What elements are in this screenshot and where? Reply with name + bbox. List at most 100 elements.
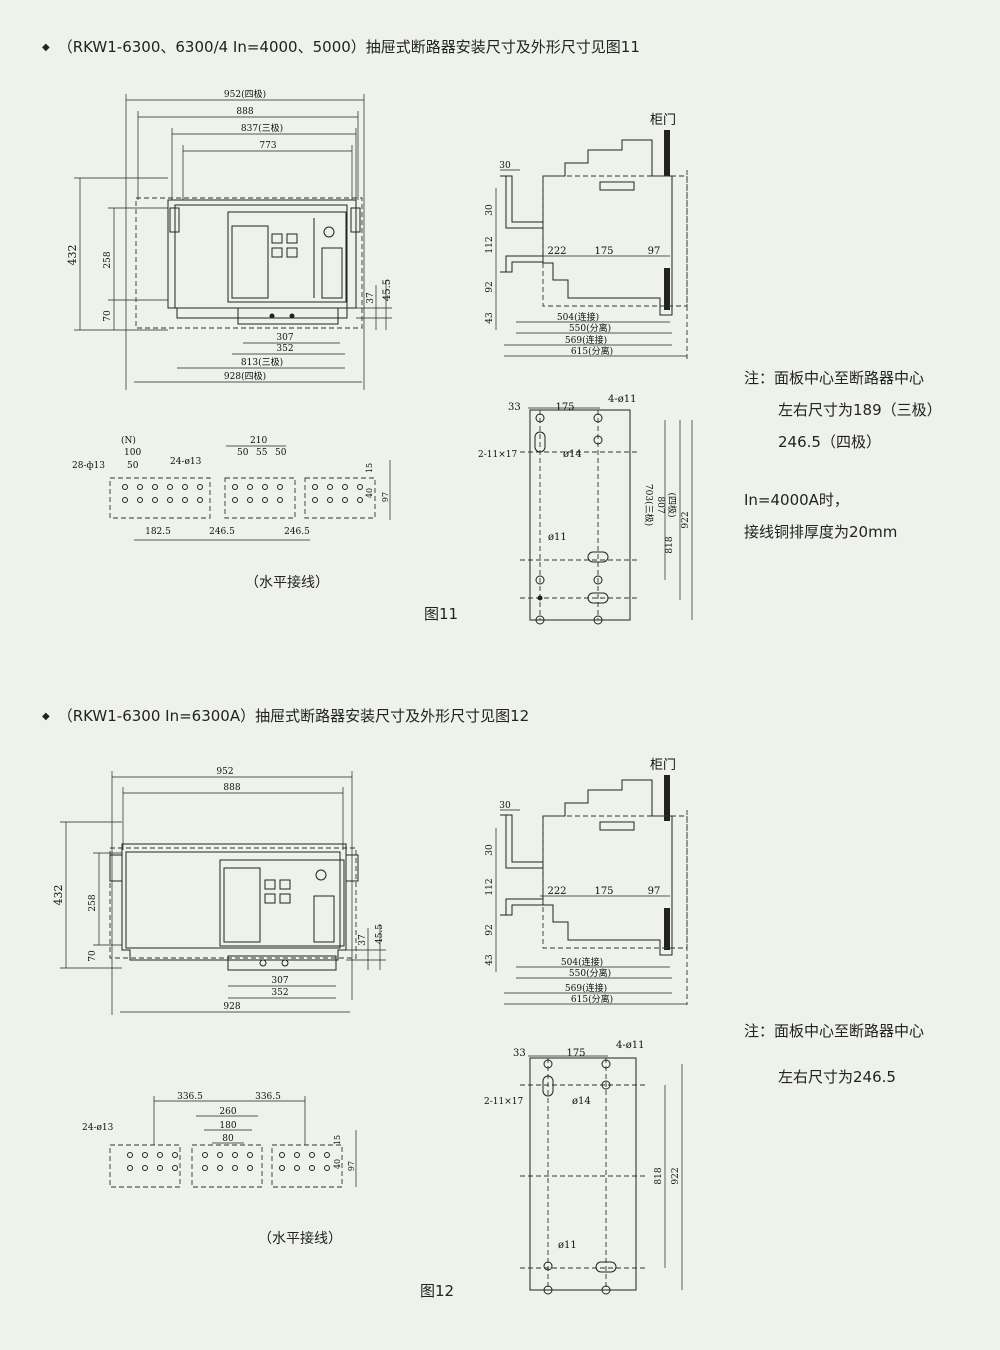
note-line: 接线铜排厚度为20mm bbox=[744, 523, 898, 541]
dim-text: 952(四极) bbox=[224, 88, 266, 100]
dim-text: 43 bbox=[485, 954, 495, 966]
dim-text: 180 bbox=[219, 1121, 236, 1131]
dim-text: 818 bbox=[665, 536, 675, 553]
bullet-icon: ◆ bbox=[42, 42, 50, 53]
dim-text: 15 bbox=[365, 463, 374, 473]
section1-heading-text: （RKW1-6300、6300/4 In=4000、5000）抽屉式断路器安装尺… bbox=[57, 38, 640, 56]
fig12-terminal-layout: 24-ø13 336.5 336.5 260 180 80 15 40 97 bbox=[82, 1092, 357, 1188]
dim-text: 15 bbox=[333, 1135, 342, 1145]
fig11-terminal-layout: (N) 100 50 28-ф13 24-ø13 210 50 55 50 15… bbox=[72, 435, 391, 541]
dim-text: 43 bbox=[485, 312, 495, 324]
dim-text: 30 bbox=[485, 844, 495, 856]
dim-text: 432 bbox=[66, 245, 79, 266]
dim-text: 112 bbox=[485, 878, 495, 895]
figure-11-caption: 图11 bbox=[424, 605, 459, 623]
dim-text: 260 bbox=[219, 1107, 236, 1117]
dim-text: 97 bbox=[381, 492, 390, 502]
dim-text: 773 bbox=[259, 141, 276, 151]
dim-text: 28-ф13 bbox=[72, 461, 105, 471]
bullet-icon: ◆ bbox=[42, 711, 50, 722]
dim-text: 222 bbox=[547, 246, 566, 257]
dim-text: 33 bbox=[513, 1048, 526, 1059]
dim-text: 175 bbox=[594, 246, 613, 257]
dim-text: 97 bbox=[648, 886, 661, 897]
dim-text: 70 bbox=[88, 950, 98, 962]
dim-text: 352 bbox=[276, 344, 293, 354]
dim-text: 888 bbox=[223, 783, 240, 793]
section2-note: 注：面板中心至断路器中心 左右尺寸为246.5 bbox=[744, 1015, 924, 1093]
dim-text: 928 bbox=[223, 1002, 240, 1012]
dim-text: 40 bbox=[333, 1159, 342, 1169]
dim-text: 837(三极) bbox=[241, 122, 283, 134]
fig11-side-view: 柜门 30 30 112 92 43 222 175 97 504(连接) 55… bbox=[485, 113, 688, 360]
dim-text: 175 bbox=[566, 1048, 585, 1059]
note-line: In=4000A时， bbox=[744, 491, 849, 509]
dim-text: 888 bbox=[236, 107, 253, 117]
dim-text: 922 bbox=[681, 511, 691, 528]
dim-text: 30 bbox=[485, 204, 495, 216]
dim-text: 70 bbox=[103, 310, 113, 322]
dim-text: 336.5 bbox=[177, 1092, 203, 1102]
dim-text: ø11 bbox=[548, 532, 567, 543]
dim-text: 928(四极) bbox=[224, 370, 266, 382]
section1-heading: ◆ （RKW1-6300、6300/4 In=4000、5000）抽屉式断路器安装… bbox=[42, 36, 640, 57]
dim-text: 45.5 bbox=[375, 924, 385, 944]
section2-heading: ◆ （RKW1-6300 In=6300A）抽屉式断路器安装尺寸及外形尺寸见图12 bbox=[42, 705, 529, 726]
dim-text: 30 bbox=[499, 801, 511, 811]
dim-text: 952 bbox=[216, 767, 233, 777]
dim-text: 4-ø11 bbox=[608, 394, 637, 405]
dim-text: 40 bbox=[365, 488, 374, 498]
dim-text: 569(连接) bbox=[565, 334, 607, 346]
dim-text: 175 bbox=[594, 886, 613, 897]
dim-text: 24-ø13 bbox=[170, 457, 202, 467]
dim-text: 258 bbox=[88, 894, 98, 911]
dim-text: 50 bbox=[275, 448, 287, 458]
dim-text: 30 bbox=[499, 161, 511, 171]
dim-text: 100 bbox=[124, 448, 141, 458]
dim-text: 703(三极) bbox=[643, 484, 655, 526]
section1-note: 注：面板中心至断路器中心 左右尺寸为189（三极） 246.5（四极） In=4… bbox=[744, 362, 942, 548]
dim-text: ø14 bbox=[563, 449, 582, 460]
dim-text: 97 bbox=[648, 246, 661, 257]
dim-text: 922 bbox=[671, 1167, 681, 1184]
door-label: 柜门 bbox=[650, 758, 676, 773]
dim-text: 97 bbox=[347, 1161, 356, 1171]
dim-text: 80 bbox=[222, 1134, 234, 1144]
note-line: 左右尺寸为246.5 bbox=[778, 1068, 896, 1086]
note-line: 注：面板中心至断路器中心 bbox=[744, 369, 925, 387]
fig12-side-view: 柜门 30 30 112 92 43 222 175 97 504(连接) 55… bbox=[485, 758, 688, 1005]
dim-text: 33 bbox=[508, 402, 521, 413]
dim-text: 307 bbox=[271, 976, 288, 986]
dim-text: 4-ø11 bbox=[616, 1040, 645, 1051]
dim-text: (N) bbox=[121, 435, 136, 446]
dim-text: 504(连接) bbox=[561, 956, 603, 968]
dim-text: 175 bbox=[555, 402, 574, 413]
dim-text: 2-11×17 bbox=[484, 1097, 523, 1107]
section2-heading-text: （RKW1-6300 In=6300A）抽屉式断路器安装尺寸及外形尺寸见图12 bbox=[57, 707, 530, 725]
fig11-front-view: 952(四极) 888 837(三极) 773 432 2 bbox=[66, 88, 393, 390]
dim-text: ø11 bbox=[558, 1240, 577, 1251]
dim-text: 550(分离) bbox=[569, 322, 611, 334]
dim-text: 24-ø13 bbox=[82, 1123, 114, 1133]
dim-text: 45.5 bbox=[382, 279, 393, 301]
dim-text: 92 bbox=[485, 924, 495, 935]
dim-text: 307 bbox=[276, 333, 293, 343]
section1-sub-caption: （水平接线） bbox=[245, 575, 329, 591]
dim-text: 813(三极) bbox=[241, 356, 283, 368]
section2-sub-caption: （水平接线） bbox=[258, 1231, 342, 1247]
dim-text: 92 bbox=[485, 281, 495, 292]
dim-text: 258 bbox=[103, 251, 113, 268]
note-line: 注：面板中心至断路器中心 bbox=[744, 1022, 925, 1040]
dim-text: 336.5 bbox=[255, 1092, 281, 1102]
dim-text: 37 bbox=[366, 292, 376, 304]
dim-text: (四极) bbox=[666, 492, 678, 517]
fig12-mounting-view: 33 175 4-ø11 2-11×17 ø14 ø11 818 922 bbox=[484, 1040, 683, 1295]
dim-text: 550(分离) bbox=[569, 967, 611, 979]
dim-text: 569(连接) bbox=[565, 982, 607, 994]
dim-text: ø14 bbox=[572, 1096, 591, 1107]
dim-text: 50 bbox=[237, 448, 249, 458]
fig11-mounting-view: 33 175 4-ø11 2-11×17 ø14 ø11 703(三极) 807… bbox=[478, 394, 693, 625]
dim-text: 432 bbox=[52, 885, 65, 906]
dim-text: 50 bbox=[127, 461, 139, 471]
